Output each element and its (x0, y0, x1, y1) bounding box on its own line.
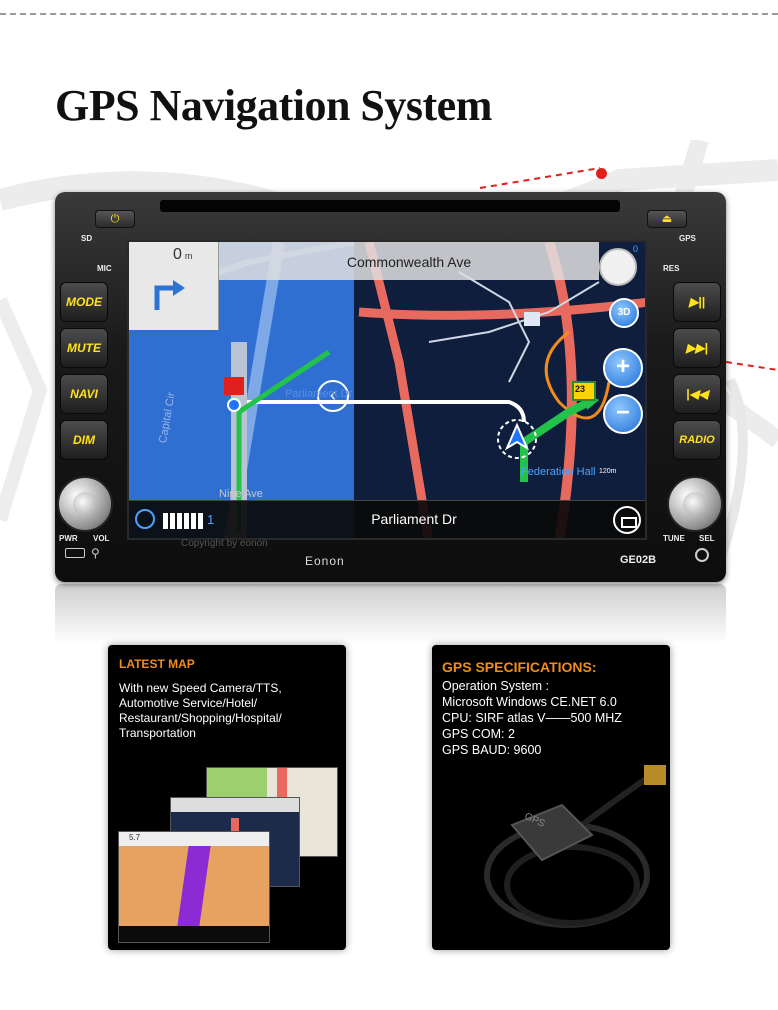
back-button[interactable]: ‹ (317, 380, 349, 412)
top-divider (0, 13, 778, 15)
gps-specs-list: Operation System : Microsoft Windows CE.… (442, 679, 622, 757)
route-marker: 23 (575, 384, 586, 394)
current-street-bottom: Parliament Dr (371, 511, 457, 527)
map-thumbnail-front: 5.7 (118, 831, 270, 943)
turn-right-arrow-icon (154, 280, 185, 310)
head-unit: ⏻ ⏏ SD GPS MIC RES MODE MUTE NAVI DIM ▶|… (55, 192, 726, 582)
brand-logo: Eonon (305, 554, 345, 568)
mode-button[interactable]: MODE (60, 282, 108, 322)
usb-symbol-icon: ⚲ (91, 546, 100, 560)
zoom-in-button[interactable]: + (603, 348, 643, 388)
road-label-parliament: Parliament Dr (285, 388, 353, 400)
play-pause-button[interactable]: ▶|| (673, 282, 721, 322)
bottom-status-bar: 1 Parliament Dr (129, 500, 645, 538)
volume-level: 1 (207, 512, 215, 527)
pwr-label: PWR (59, 534, 78, 543)
latest-map-card: LATEST MAP With new Speed Camera/TTS, Au… (108, 645, 346, 950)
mute-button[interactable]: MUTE (60, 328, 108, 368)
mic-label: MIC (97, 264, 112, 273)
road-label-nine: Nine Ave (219, 488, 263, 500)
radio-button[interactable]: RADIO (673, 420, 721, 460)
sd-label: SD (81, 234, 93, 243)
latest-map-title: LATEST MAP (119, 657, 195, 671)
gps-antenna-image (484, 765, 666, 928)
watermark: Copyright by eonon (181, 538, 268, 549)
next-track-button[interactable]: ▶▶| (673, 328, 721, 368)
compass-count: 0 (633, 244, 639, 254)
current-street-top: Commonwealth Ave (219, 242, 599, 280)
dim-button[interactable]: DIM (60, 420, 108, 460)
power-top-button[interactable]: ⏻ (95, 210, 135, 228)
gps-label: GPS (679, 234, 696, 243)
eject-button[interactable]: ⏏ (647, 210, 687, 228)
location-pin (596, 168, 607, 179)
vol-label: VOL (93, 534, 110, 543)
aux-port-icon (695, 548, 709, 562)
volume-knob[interactable] (57, 476, 113, 532)
res-label: RES (663, 264, 680, 273)
usb-port-icon (65, 548, 85, 558)
disc-slot (160, 200, 620, 212)
navi-button[interactable]: NAVI (60, 374, 108, 414)
compass-icon[interactable] (599, 248, 637, 286)
prev-track-button[interactable]: |◀◀ (673, 374, 721, 414)
gps-specs-title: GPS SPECIFICATIONS: (442, 659, 597, 675)
model-number: GE02B (620, 554, 657, 566)
gps-specs-card: GPS SPECIFICATIONS: Operation System : M… (432, 645, 670, 950)
3d-view-button[interactable]: 3D (609, 298, 639, 328)
page-title: GPS Navigation System (55, 81, 492, 130)
map-scale: 120m (599, 468, 617, 475)
unit-reflection (55, 584, 726, 644)
latest-map-description: With new Speed Camera/TTS, Automotive Se… (119, 681, 282, 740)
zoom-out-button[interactable]: − (603, 394, 643, 434)
road-label-federation: Federation Hall (521, 466, 596, 478)
menu-button[interactable] (613, 506, 641, 534)
sel-label: SEL (699, 534, 715, 543)
tune-knob[interactable] (667, 476, 723, 532)
tune-label: TUNE (663, 534, 685, 543)
volume-icon[interactable] (135, 509, 155, 529)
volume-bars (163, 513, 203, 529)
